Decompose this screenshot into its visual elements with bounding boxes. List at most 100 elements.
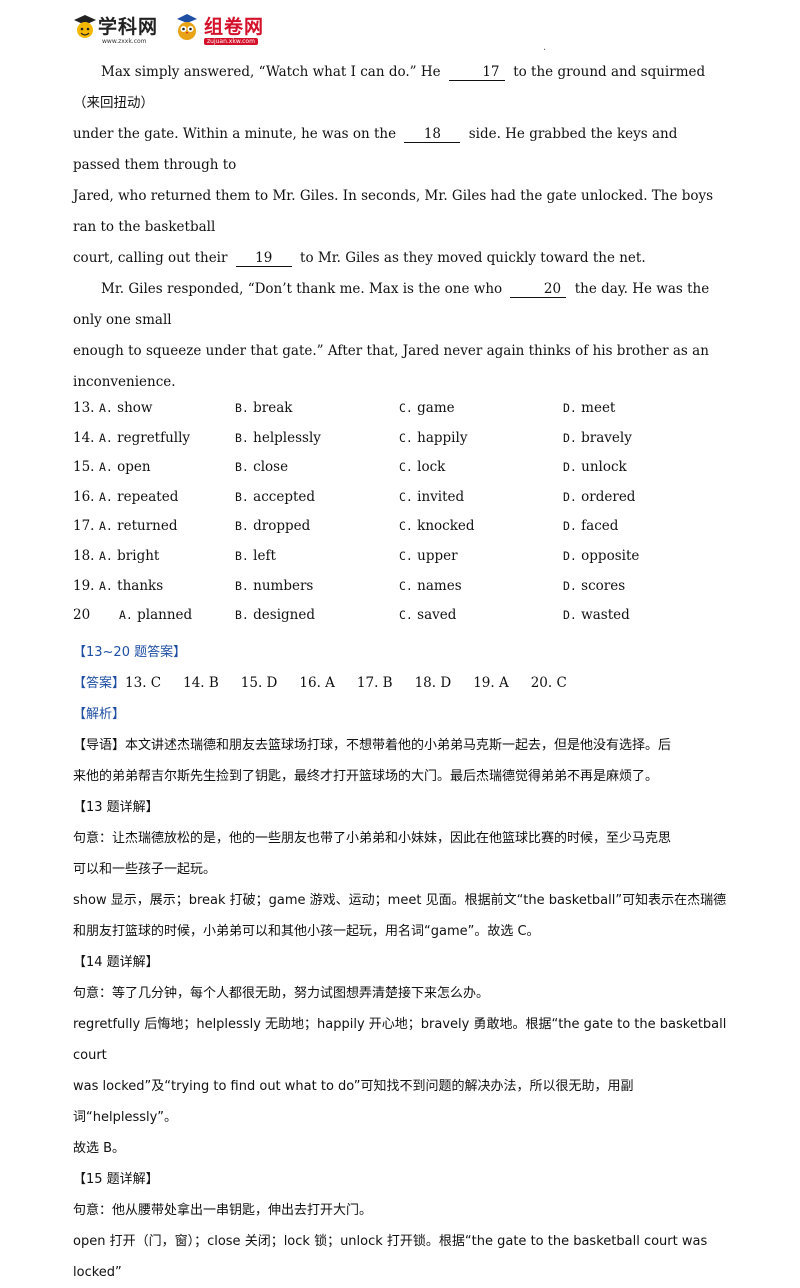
question-number: 16. — [73, 488, 95, 505]
option-text: close — [253, 459, 289, 476]
graduate-mascot-icon — [74, 15, 96, 38]
blank-19: 19 — [235, 250, 292, 267]
option-letter: D. — [563, 401, 577, 415]
answer-item: 15. D — [240, 674, 278, 691]
option-row-18: 18. A. bright B. left C. upper D. opposi… — [73, 548, 727, 578]
passage-text: the day. He was the only one small — [73, 281, 710, 328]
analysis-label: 【解析】 — [73, 706, 126, 722]
option-text: knocked — [417, 518, 475, 535]
option-letter: A. — [99, 401, 113, 415]
passage-line-4: court, calling out their 19 to Mr. Giles… — [73, 243, 727, 274]
q14-line-1: 句意：等了几分钟，每个人都很无助，努力试图想弄清楚接下来怎么办。 — [73, 985, 490, 1001]
options-list: 13. A. show B. break C. game D. meet 14.… — [73, 400, 727, 637]
passage-text: under the gate. Within a minute, he was … — [73, 126, 397, 142]
option-row-16: 16. A. repeated B. accepted C. invited D… — [73, 489, 727, 519]
q13-line-3: show 显示，展示；break 打破；game 游戏、运动；meet 见面。根… — [73, 892, 727, 908]
option-text: show — [117, 400, 153, 416]
option-text: names — [417, 577, 462, 594]
passage-text: Mr. Giles responded, “Don’t thank me. Ma… — [101, 281, 503, 297]
option-text: happily — [417, 429, 468, 446]
q15-line-1: 句意：他从腰带处拿出一串钥匙，伸出去打开大门。 — [73, 1202, 373, 1218]
option-row-19: 19. A. thanks B. numbers C. names D. sco… — [73, 578, 727, 608]
option-text: regretfully — [117, 429, 191, 446]
option-letter: B. — [235, 430, 249, 445]
option-text: upper — [417, 547, 458, 564]
option-text: break — [253, 400, 293, 416]
zujuanwang-logo: 组卷网 zujuan.xkw.com — [172, 10, 312, 50]
logo2-url: zujuan.xkw.com — [204, 38, 258, 45]
option-text: faced — [581, 518, 619, 535]
q14-line-4: 故选 B。 — [73, 1140, 126, 1156]
answer-item: 16. A — [299, 674, 335, 691]
passage-text: court, calling out their — [73, 250, 228, 266]
option-letter: D. — [563, 608, 577, 623]
option-row-15: 15. A. open B. close C. lock D. unlock — [73, 459, 727, 489]
option-text: bright — [117, 547, 160, 564]
option-letter: C. — [399, 489, 413, 504]
option-text: saved — [417, 607, 457, 624]
option-text: repeated — [117, 488, 179, 505]
option-row-14: 14. A. regretfully B. helplessly C. happ… — [73, 430, 727, 460]
option-letter: B. — [235, 608, 249, 623]
option-row-13: 13. A. show B. break C. game D. meet — [73, 400, 727, 430]
option-text: lock — [417, 459, 446, 476]
option-text: planned — [137, 607, 193, 624]
option-letter: C. — [399, 430, 413, 445]
option-text: game — [417, 400, 455, 416]
option-letter: A. — [99, 489, 113, 504]
passage-line-6: enough to squeeze under that gate.” Afte… — [73, 343, 709, 390]
option-letter: A. — [99, 548, 113, 563]
q14-title: 【14 题详解】 — [73, 954, 159, 970]
option-letter: C. — [399, 460, 413, 475]
option-letter: D. — [563, 519, 577, 534]
option-row-17: 17. A. returned B. dropped C. knocked D.… — [73, 518, 727, 548]
passage-text: side. He grabbed the keys and passed the… — [73, 126, 678, 173]
page-header: 学科网 www.zxxk.com 组卷网 zujuan.xkw.com — [72, 10, 472, 50]
guide-line-2: 来他的弟弟帮吉尔斯先生捡到了钥匙，最终才打开篮球场的大门。最后杰瑞德觉得弟弟不再… — [73, 768, 659, 784]
option-letter: A. — [99, 578, 113, 593]
question-number: 20 — [73, 607, 91, 624]
blank-18: 18 — [404, 126, 461, 143]
option-text: meet — [581, 400, 616, 416]
option-text: ordered — [581, 488, 636, 505]
option-text: helplessly — [253, 429, 321, 446]
guide-label: 【导语】 — [73, 737, 126, 753]
option-letter: C. — [399, 401, 413, 415]
option-letter: C. — [399, 519, 413, 534]
q15-line-2: open 打开（门，窗）；close 关闭；lock 锁；unlock 打开锁。… — [73, 1233, 708, 1280]
owl-mascot-icon — [177, 14, 197, 40]
q13-title: 【13 题详解】 — [73, 799, 159, 815]
xuekewang-logo: 学科网 www.zxxk.com — [72, 10, 168, 50]
question-number: 14. — [73, 429, 95, 446]
answer-item: 17. B — [356, 674, 393, 691]
option-text: invited — [417, 488, 465, 505]
question-number: 15. — [73, 459, 95, 476]
answers-label: 【答案】 — [73, 675, 126, 691]
option-text: designed — [253, 607, 316, 624]
guide-line-1: 【导语】本文讲述杰瑞德和朋友去篮球场打球，不想带着他的小弟弟马克斯一起去，但是他… — [73, 730, 727, 761]
option-letter: D. — [563, 578, 577, 593]
option-letter: C. — [399, 608, 413, 623]
option-letter: D. — [563, 460, 577, 475]
option-letter: B. — [235, 401, 249, 415]
option-text: accepted — [253, 488, 316, 505]
option-text: thanks — [117, 577, 164, 594]
option-letter: B. — [235, 460, 249, 475]
passage-line-5: Mr. Giles responded, “Don’t thank me. Ma… — [73, 274, 727, 336]
option-row-20: 20 A. planned B. designed C. saved D. wa… — [73, 607, 727, 637]
passage-text: to the ground and squirmed （来回扭动） — [73, 64, 706, 111]
answer-item: 20. C — [530, 674, 567, 691]
header-mark: . — [543, 42, 547, 53]
option-letter: B. — [235, 489, 249, 504]
question-number: 18. — [73, 547, 95, 564]
logo1-text: 学科网 — [98, 16, 159, 38]
blank-17: 17 — [448, 64, 505, 81]
document-content: Max simply answered, “Watch what I can d… — [73, 57, 727, 1288]
answer-item: 14. B — [183, 674, 219, 691]
q13-line-2: 可以和一些孩子一起玩。 — [73, 861, 217, 877]
guide-text: 本文讲述杰瑞德和朋友去篮球场打球，不想带着他的小弟弟马克斯一起去，但是他没有选择… — [125, 737, 672, 753]
option-text: left — [253, 547, 276, 564]
logo1-url: www.zxxk.com — [102, 38, 147, 45]
option-letter: C. — [399, 578, 413, 593]
option-letter: A. — [99, 430, 113, 445]
